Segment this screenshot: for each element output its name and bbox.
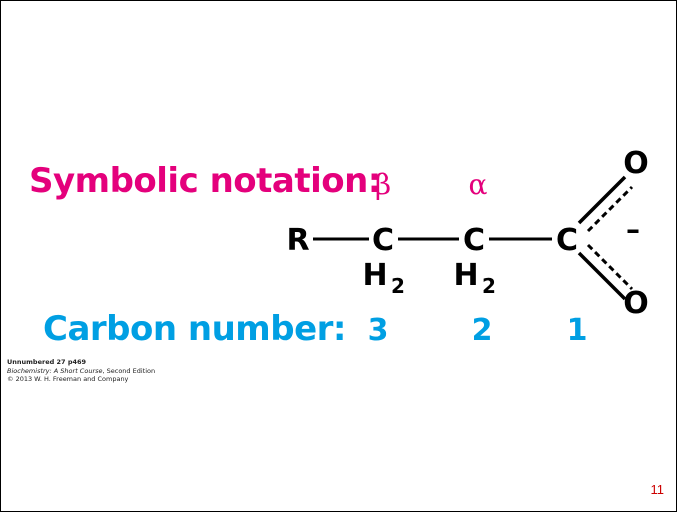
carbon-number-1: 1 <box>567 313 588 348</box>
copyright: © 2013 W. H. Freeman and Company <box>7 375 129 383</box>
carbon-3-atom: C <box>372 223 394 258</box>
page-number: 11 <box>650 482 665 497</box>
carboxylate-bonds <box>577 175 634 301</box>
subscript-two: 2 <box>482 274 496 298</box>
beta-label: β <box>375 168 391 201</box>
figure-id: Unnumbered 27 p469 <box>7 358 87 366</box>
carbon-number-2: 2 <box>472 313 493 348</box>
alpha-label: α <box>469 168 488 201</box>
book-edition: , Second Edition <box>102 366 156 375</box>
bond-c1-o-bottom-dashed <box>586 243 634 291</box>
bond-c1-o-top-dashed <box>586 185 634 233</box>
book-title: Biochemistry: A Short Course <box>7 366 103 375</box>
carbon-number-3: 3 <box>368 313 389 348</box>
hydrogen-atom: H <box>362 258 387 293</box>
r-group-atom: R <box>286 223 309 258</box>
symbolic-notation-label: Symbolic notation: <box>29 161 381 201</box>
h2-group-c2: H 2 <box>453 258 496 298</box>
figure-credit: Unnumbered 27 p469 Biochemistry: A Short… <box>7 358 155 384</box>
hydrogen-atom: H <box>453 258 478 293</box>
carbon-1-atom: C <box>556 223 578 258</box>
carbon-number-label: Carbon number: <box>43 309 347 349</box>
oxygen-bottom-atom: O <box>623 286 649 321</box>
bond-c1-o-bottom-solid <box>577 251 627 301</box>
carbon-2-atom: C <box>463 223 485 258</box>
bond-c1-o-top-solid <box>577 175 627 225</box>
h2-group-c3: H 2 <box>362 258 405 298</box>
oxygen-top-atom: O <box>623 146 649 181</box>
negative-charge: – <box>626 213 640 246</box>
subscript-two: 2 <box>391 274 405 298</box>
